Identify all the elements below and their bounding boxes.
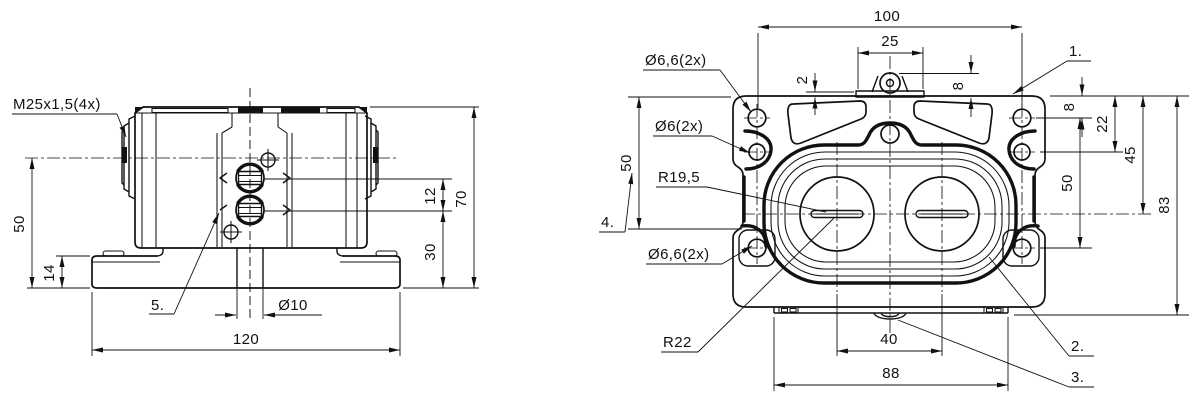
foot-slot-right bbox=[375, 250, 398, 257]
cable-gland-boss-right bbox=[364, 115, 379, 200]
lower-body-edge bbox=[773, 306, 1009, 320]
dim-70: 70 bbox=[453, 190, 470, 208]
top-plate-outline bbox=[732, 95, 1046, 308]
note-1: 1. bbox=[1069, 43, 1082, 60]
note-2: 2. bbox=[1071, 338, 1084, 355]
dim-30: 30 bbox=[422, 243, 439, 261]
front-view: 50 14 12 30 70 120 Ø10 bbox=[11, 88, 479, 356]
dim-8-right: 8 bbox=[1061, 103, 1078, 112]
dim-50-right: 50 bbox=[1059, 174, 1076, 192]
front-cover-outline bbox=[134, 106, 368, 249]
note-5: 5. bbox=[151, 297, 164, 314]
dim-diameter-10: Ø10 bbox=[278, 297, 308, 314]
thread-label-m25: M25x1,5(4x) bbox=[13, 96, 101, 113]
screw-hole-upper bbox=[257, 149, 279, 171]
top-view: 100 25 2 8 8 22 45 bbox=[599, 8, 1189, 391]
front-panel-lines bbox=[141, 113, 358, 248]
cable-gland-boss-left bbox=[121, 115, 136, 200]
dim-45: 45 bbox=[1122, 146, 1139, 164]
dim-2: 2 bbox=[794, 76, 811, 85]
mounting-holes bbox=[738, 104, 1040, 267]
front-dimensions: 50 14 12 30 70 120 Ø10 bbox=[11, 96, 479, 356]
screw-hole-lower bbox=[220, 221, 242, 243]
dim-22: 22 bbox=[1094, 115, 1111, 133]
label-d66-top: Ø6,6(2x) bbox=[645, 52, 707, 69]
label-r19-5: R19,5 bbox=[658, 169, 700, 186]
dim-8-clip: 8 bbox=[950, 82, 967, 91]
louver-right bbox=[913, 100, 993, 145]
dim-100: 100 bbox=[874, 8, 900, 25]
front-base-outline bbox=[91, 255, 401, 289]
dim-50-left-top: 50 bbox=[618, 154, 635, 172]
dim-50-left-front: 50 bbox=[11, 215, 28, 233]
dim-83: 83 bbox=[1156, 196, 1173, 214]
dim-40: 40 bbox=[880, 331, 898, 348]
dim-14: 14 bbox=[41, 264, 58, 282]
label-r22: R22 bbox=[663, 334, 692, 351]
label-d6: Ø6(2x) bbox=[655, 118, 703, 135]
bay-notches bbox=[219, 172, 291, 216]
dim-88: 88 bbox=[882, 365, 900, 382]
dim-120: 120 bbox=[233, 331, 259, 348]
dim-12: 12 bbox=[422, 187, 439, 205]
foot-slot-left bbox=[102, 250, 125, 257]
louver-left bbox=[787, 100, 867, 145]
note-3: 3. bbox=[1071, 369, 1084, 386]
top-dimensions: 100 25 2 8 8 22 45 bbox=[599, 8, 1189, 391]
label-d66-bottom: Ø6,6(2x) bbox=[648, 246, 710, 263]
dim-25: 25 bbox=[881, 33, 899, 50]
note-4: 4. bbox=[601, 214, 614, 231]
center-hole-walls bbox=[236, 248, 264, 288]
